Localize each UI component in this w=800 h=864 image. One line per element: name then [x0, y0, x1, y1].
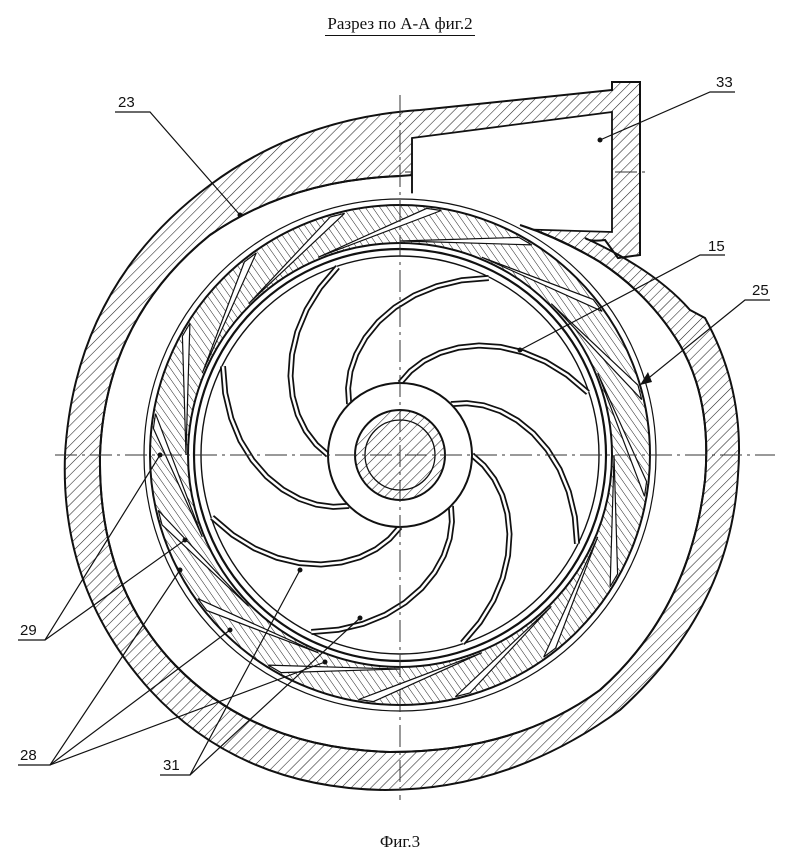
diffuser-vane-channel	[181, 322, 191, 456]
diffuser-vane-channel	[358, 652, 483, 703]
impeller-blade-inner	[289, 266, 339, 456]
impeller-blade-inner	[221, 366, 350, 509]
diffuser-vane-channel	[201, 252, 257, 374]
impeller-blade-inner	[311, 505, 454, 634]
leader-lines	[18, 91, 770, 776]
impeller-blade-inner	[461, 454, 511, 644]
diffuser-vanes	[152, 207, 648, 703]
figure-title: Разрез по А-А фиг.2	[0, 14, 800, 36]
diffuser-vane-channel	[152, 413, 203, 538]
label-33: 33	[716, 74, 733, 91]
diffuser-vane-channel	[317, 207, 442, 258]
diffuser-vane-channel	[481, 256, 603, 312]
label-25: 25	[752, 282, 769, 299]
impeller-blade-inner	[399, 344, 589, 394]
label-15: 15	[708, 238, 725, 255]
impeller-blades	[210, 265, 590, 645]
impeller-blade-inner	[346, 276, 489, 405]
diffuser-vane-channel	[597, 372, 648, 497]
label-23: 23	[118, 94, 135, 111]
figure-caption: Фиг.3	[379, 832, 421, 851]
impeller-blade-inner	[450, 401, 579, 544]
diffuser-vane-channel	[543, 536, 599, 658]
label-28: 28	[20, 747, 37, 764]
diffuser-vane-channel	[550, 303, 643, 401]
diffuser-vane-channel	[454, 605, 552, 698]
label-29: 29	[20, 622, 37, 639]
diffuser-vane-channel	[399, 236, 533, 246]
impeller-blade-inner	[211, 516, 401, 566]
diffuser-vane-channel	[197, 598, 319, 654]
figure-title-text: Разрез по А-А фиг.2	[325, 14, 475, 36]
diffuser-vane-channel	[609, 454, 619, 588]
label-31: 31	[163, 757, 180, 774]
diffuser-vane-channel	[157, 509, 250, 607]
diffuser-vane-channel	[248, 212, 346, 305]
